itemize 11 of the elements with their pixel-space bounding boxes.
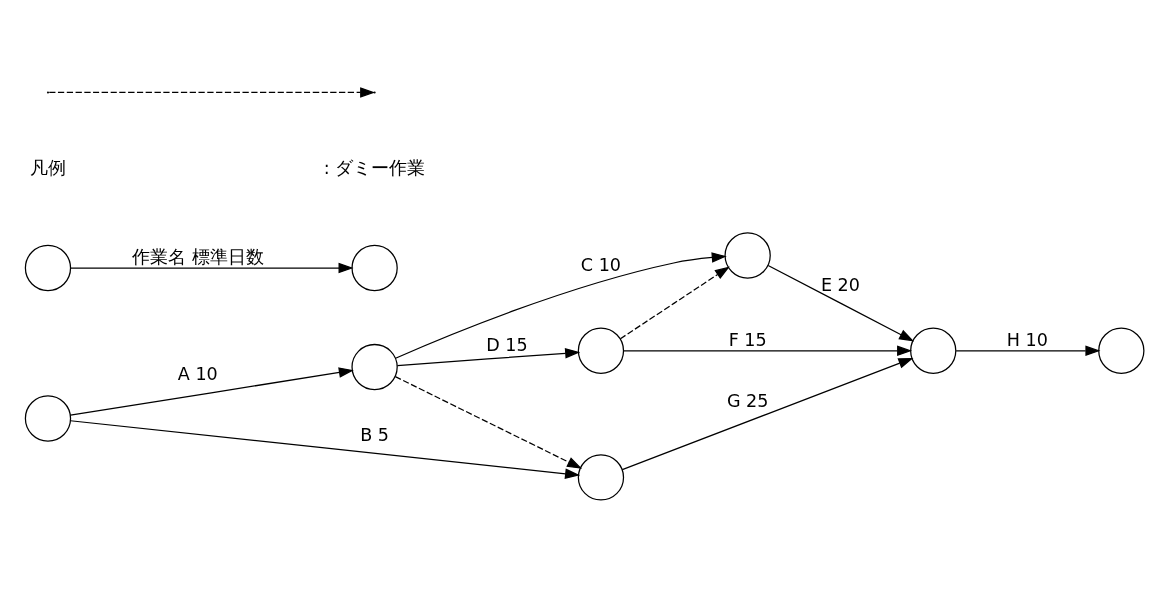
edge-label: 作業名 標準日数 [132, 247, 264, 268]
legend-label: : ダミー作業 [323, 157, 426, 178]
edge-label: C 10 [580, 254, 622, 275]
edge-label: B 5 [360, 425, 389, 446]
edge-label: D 15 [486, 335, 528, 356]
edge-label: G 25 [726, 391, 769, 412]
label: 凡例 [29, 157, 66, 178]
edge-label: H 10 [1006, 330, 1048, 351]
edge-label: E 20 [820, 274, 860, 295]
edge-label: A 10 [177, 363, 218, 384]
edge-label: F 15 [728, 330, 767, 351]
